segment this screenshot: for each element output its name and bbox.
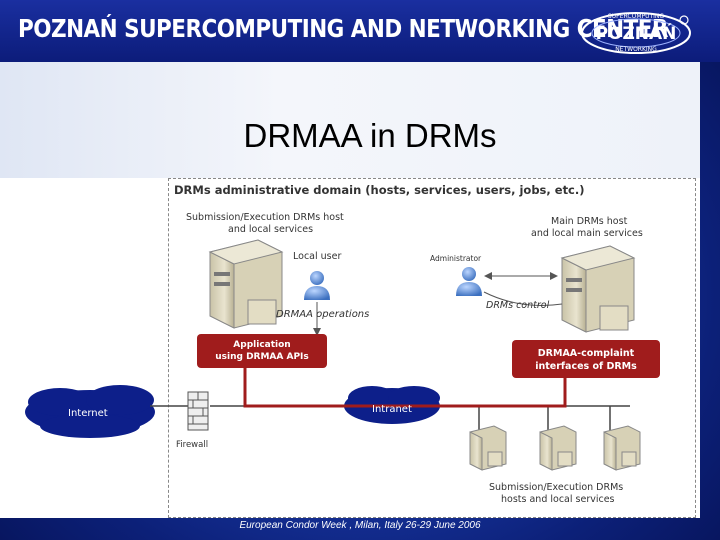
- local-user-label: Local user: [293, 251, 342, 262]
- application-box-line1: Application: [233, 340, 291, 350]
- administrator-label: Administrator: [430, 254, 482, 263]
- exec-server-icon-2: [539, 425, 577, 471]
- logo-top-text: SUPERCOMPUTING: [608, 13, 665, 20]
- submission-host-label-line2: and local services: [228, 224, 314, 235]
- local-user-icon: [304, 271, 330, 300]
- psnc-logo: SUPERCOMPUTING POZNAŃ NETWORKING: [581, 12, 691, 54]
- drmaa-operations-label: DRMAA operations: [276, 309, 370, 320]
- drms-control-curve: [483, 291, 563, 306]
- internet-label: Internet: [68, 408, 108, 419]
- internet-cloud: [25, 385, 155, 438]
- drms-control-label: DRMs control: [486, 300, 550, 311]
- drmaa-compliant-box-line2: interfaces of DRMs: [535, 361, 637, 372]
- intranet-label: Intranet: [372, 404, 412, 415]
- footer-text: European Condor Week , Milan, Italy 26-2…: [239, 520, 481, 531]
- slide-title: DRMAA in DRMs: [243, 117, 497, 154]
- header-title: POZNAŃ SUPERCOMPUTING AND NETWORKING CEN…: [18, 14, 668, 43]
- logo-bottom-text: NETWORKING: [615, 46, 657, 53]
- firewall-icon: [187, 391, 209, 431]
- drmaa-compliant-box: [512, 340, 660, 378]
- drmaa-path: [243, 366, 567, 408]
- main-host-server-icon: [560, 245, 636, 333]
- bottom-hosts-label-line2: hosts and local services: [501, 494, 615, 505]
- exec-server-icon-3: [603, 425, 641, 471]
- title-panel: [0, 62, 700, 178]
- bottom-hosts-label-line1: Submission/Execution DRMs: [489, 482, 624, 493]
- drmaa-compliant-box-line1: DRMAA-complaint: [537, 348, 635, 359]
- application-box-line2: using DRMAA APIs: [215, 352, 309, 362]
- submission-host-server-icon: [208, 239, 284, 329]
- main-host-label-line2: and local main services: [531, 228, 643, 239]
- domain-label: DRMs administrative domain (hosts, servi…: [174, 183, 585, 197]
- application-box: [197, 334, 327, 368]
- administrator-icon: [456, 267, 482, 296]
- globe-icon: [679, 15, 689, 25]
- exec-server-icon-1: [469, 425, 507, 471]
- submission-host-label-line1: Submission/Execution DRMs host: [186, 212, 344, 223]
- domain-boundary: [168, 178, 696, 518]
- header-bar: POZNAŃ SUPERCOMPUTING AND NETWORKING CEN…: [0, 0, 720, 62]
- logo-main-text: POZNAŃ: [596, 22, 677, 44]
- firewall-label: Firewall: [176, 440, 209, 450]
- main-host-label-line1: Main DRMs host: [551, 216, 628, 227]
